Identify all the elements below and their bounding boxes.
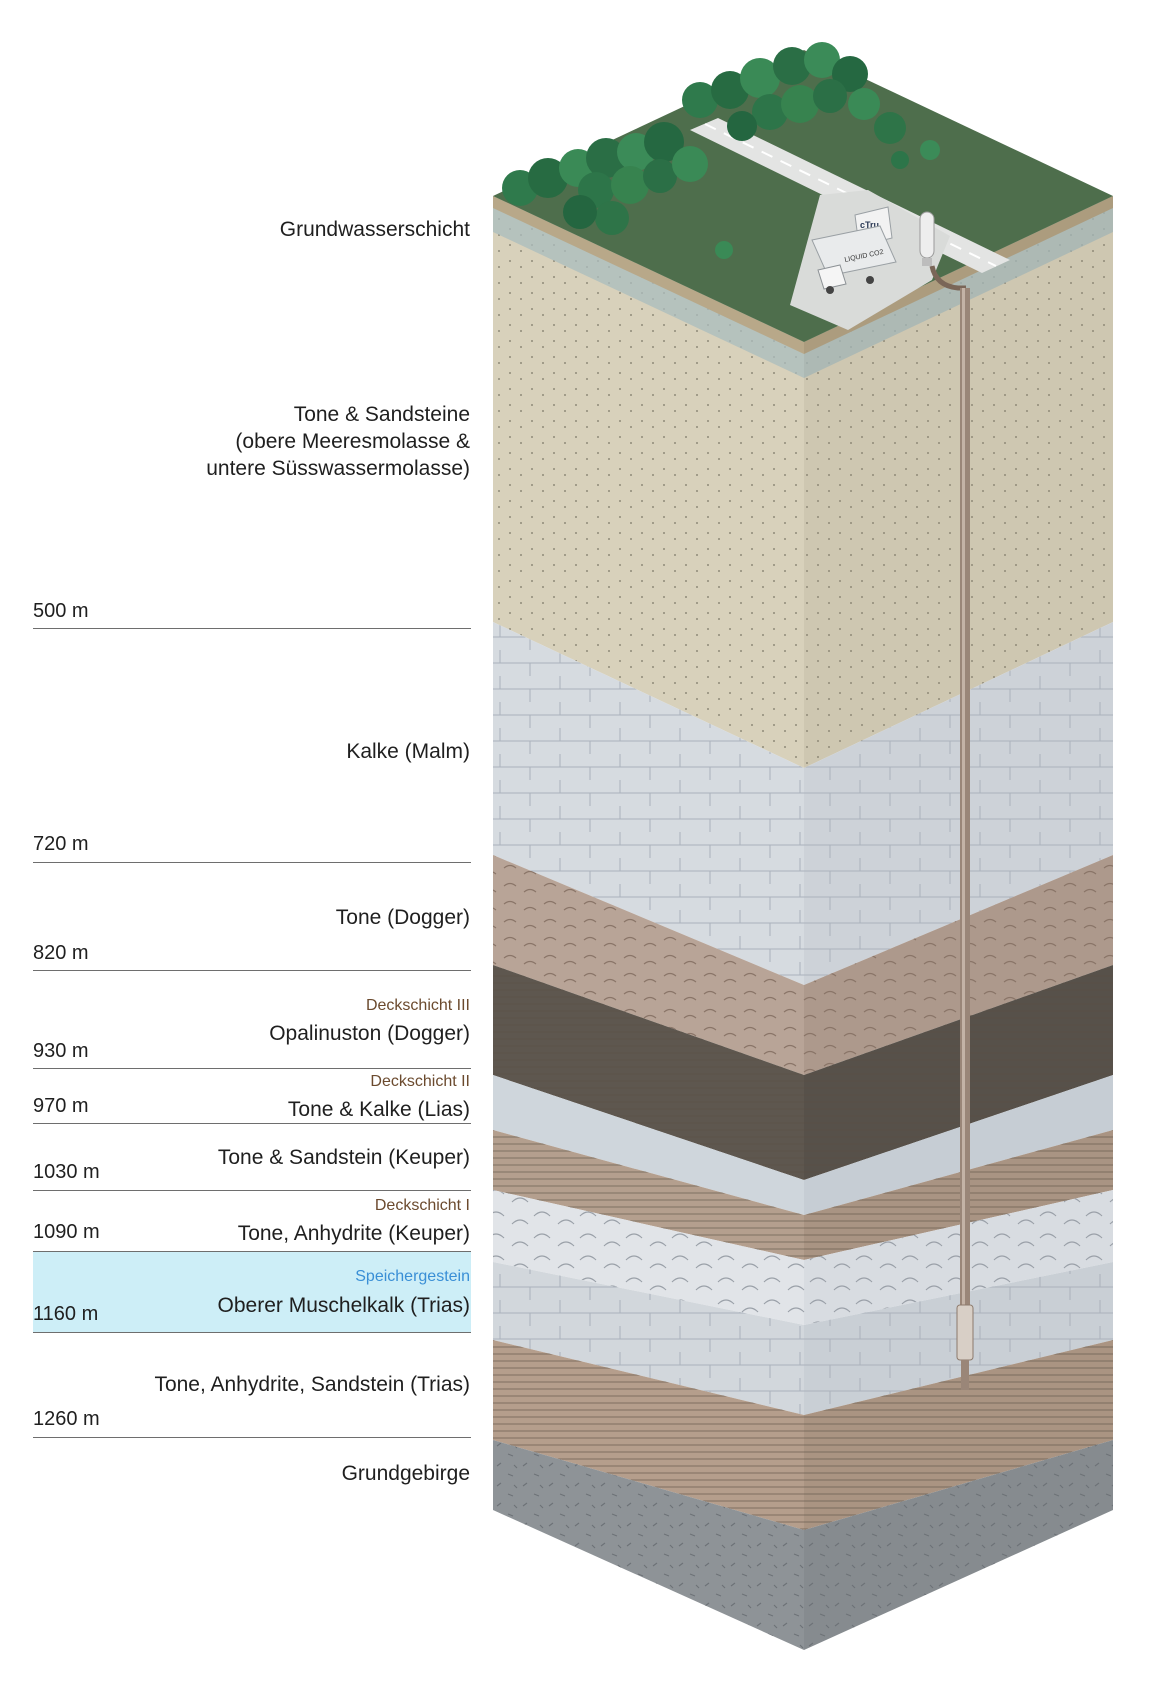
layer-label-molasse-1: Tone & Sandsteine: [293, 403, 470, 426]
sublabel-deckschicht-2: Deckschicht II: [370, 1073, 470, 1090]
depth-rule-1260: [33, 1437, 471, 1438]
layer-label-molasse-3: untere Süsswassermolasse): [206, 457, 470, 480]
co2-truck: cTru LIQUID CO2: [811, 206, 897, 294]
layer-label-molasse-2: (obere Meeresmolasse &: [235, 430, 470, 453]
layer-label-grundgebirge: Grundgebirge: [341, 1462, 470, 1485]
depth-970: 970 m: [33, 1095, 89, 1117]
layer-label-grundwasser: Grundwasserschicht: [279, 218, 470, 241]
sublabel-deckschicht-1: Deckschicht I: [374, 1197, 470, 1214]
storage-rock-band: [33, 1251, 471, 1333]
layer-label-trias-lower: Tone, Anhydrite, Sandstein (Trias): [154, 1373, 470, 1396]
block-left-face: [493, 196, 804, 1650]
depth-1090: 1090 m: [33, 1221, 100, 1243]
block-right-face: [804, 196, 1113, 1650]
depth-rule-720: [33, 862, 471, 863]
layer-label-keuper-anhydrite: Tone, Anhydrite (Keuper): [237, 1222, 470, 1245]
layer-label-lias: Tone & Kalke (Lias): [287, 1098, 470, 1121]
injection-well: [929, 265, 974, 1390]
depth-1030: 1030 m: [33, 1161, 100, 1183]
truck-logo: cTru: [860, 220, 879, 230]
block-top-surface: cTru LIQUID CO2: [493, 42, 1113, 354]
depth-930: 930 m: [33, 1040, 89, 1062]
depth-rule-970: [33, 1123, 471, 1124]
layer-label-dogger: Tone (Dogger): [335, 906, 470, 929]
depth-1260: 1260 m: [33, 1408, 100, 1430]
depth-rule-820: [33, 970, 471, 971]
sublabel-deckschicht-3: Deckschicht III: [365, 997, 470, 1014]
layer-label-opalinus: Opalinuston (Dogger): [269, 1022, 470, 1045]
layer-label-muschelkalk: Oberer Muschelkalk (Trias): [217, 1294, 470, 1317]
layer-label-keuper-sandstein: Tone & Sandstein (Keuper): [217, 1146, 470, 1169]
depth-rule-930: [33, 1068, 471, 1069]
depth-500: 500 m: [33, 600, 89, 622]
depth-720: 720 m: [33, 833, 89, 855]
depth-1160: 1160 m: [33, 1303, 99, 1325]
depth-820: 820 m: [33, 942, 89, 964]
sublabel-speichergestein: Speichergestein: [355, 1268, 470, 1285]
storage-tank: [919, 211, 935, 266]
trees: [502, 42, 940, 259]
depth-rule-500: [33, 628, 471, 629]
depth-rule-1030: [33, 1190, 471, 1191]
layer-label-malm: Kalke (Malm): [346, 740, 470, 763]
